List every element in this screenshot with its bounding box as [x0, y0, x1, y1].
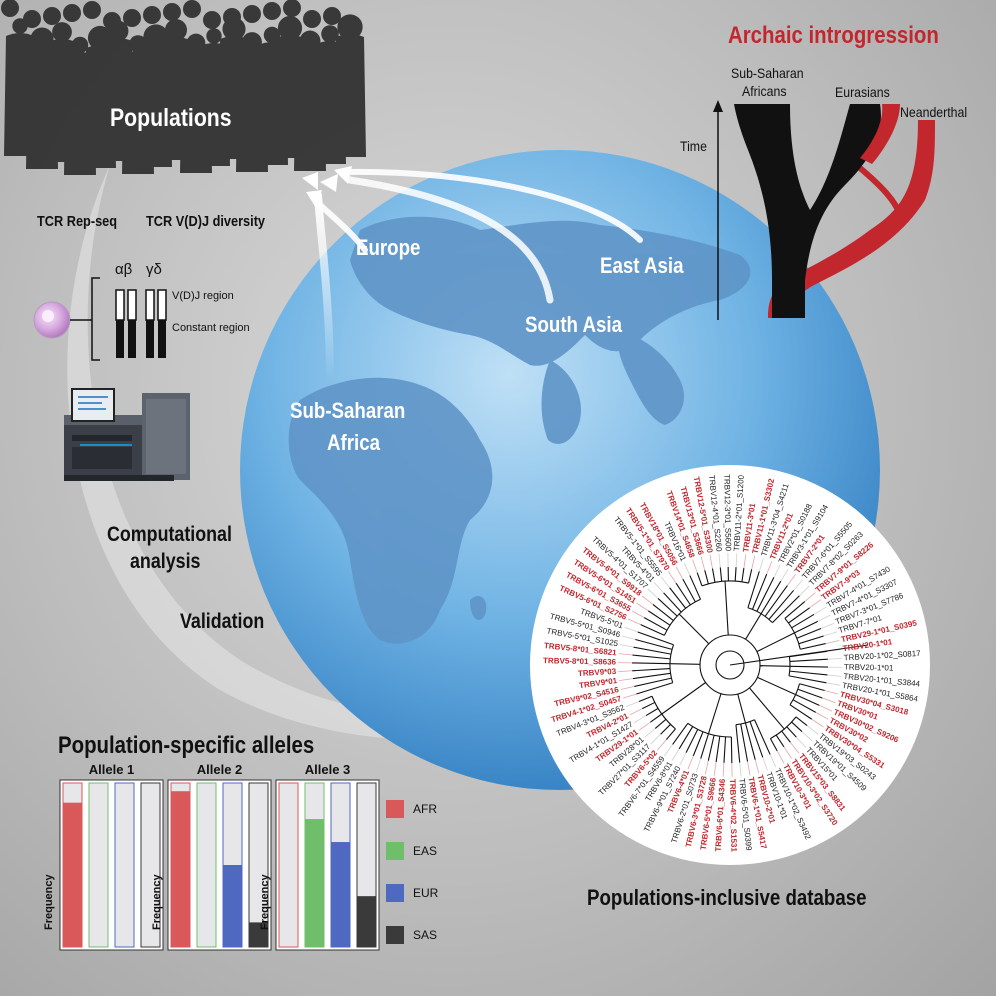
tcr-receptor-diagram	[33, 277, 167, 361]
population-silhouettes	[1, 0, 366, 175]
allele-bar-background	[278, 782, 299, 948]
legend-label: EUR	[413, 886, 439, 900]
alleles-title: Population-specific alleles	[58, 732, 315, 759]
computational-label: Computational	[107, 523, 232, 546]
legend-swatch	[386, 842, 404, 860]
allele-panel-title: Allele 3	[305, 762, 351, 777]
alpha-beta-label: αβ	[115, 261, 133, 278]
sequencer-icon	[64, 388, 190, 481]
allele-bar	[63, 802, 82, 947]
allele-ylabel: Frequency	[43, 873, 55, 930]
allele-bar	[331, 842, 350, 947]
time-label: Time	[680, 138, 707, 154]
tcr-repseq-label: TCR Rep-seq	[37, 213, 118, 230]
constant-region-label: Constant region	[172, 322, 250, 334]
populations-title: Populations	[110, 104, 232, 132]
allele-bar-background	[114, 782, 135, 948]
allele-bar	[305, 819, 324, 947]
neanderthal-label: Neanderthal	[900, 104, 968, 120]
introgression-title: Archaic introgression	[728, 22, 939, 49]
ssa-line2: Africans	[742, 83, 787, 99]
allele-bar	[223, 865, 242, 947]
allele-panel-title: Allele 1	[89, 762, 135, 777]
region-sub-saharan-line2: Africa	[327, 430, 381, 455]
database-title: Populations-inclusive database	[587, 885, 867, 910]
gamma-delta-label: γδ	[146, 261, 162, 278]
region-south-asia: South Asia	[525, 312, 622, 337]
vdj-region-label: V(D)J region	[172, 290, 234, 302]
analysis-label: analysis	[130, 550, 201, 573]
ssa-line1: Sub-Saharan	[731, 65, 804, 81]
alleles-chart: Allele 1 Frequency Allele 2 Frequency Allele…	[43, 762, 439, 951]
region-east-asia: East Asia	[600, 253, 684, 278]
legend-swatch	[386, 884, 404, 902]
legend-label: AFR	[413, 802, 437, 816]
allele-bar-background	[196, 782, 217, 948]
allele-panel-title: Allele 2	[197, 762, 243, 777]
region-europe: Europe	[356, 235, 421, 260]
tcr-vdj-label: TCR V(D)J diversity	[146, 213, 266, 230]
allele-bar	[249, 922, 268, 947]
migration-arrows	[312, 168, 643, 384]
legend-label: SAS	[413, 928, 437, 942]
legend-label: EAS	[413, 844, 437, 858]
arrow-heads	[302, 166, 352, 208]
allele-ylabel: Frequency	[259, 873, 271, 930]
allele-bar	[171, 791, 190, 947]
legend-swatch	[386, 926, 404, 944]
allele-bar	[357, 896, 376, 947]
eurasians-label: Eurasians	[835, 84, 890, 100]
allele-bar-background	[88, 782, 109, 948]
region-sub-saharan-line1: Sub-Saharan	[290, 398, 406, 423]
validation-label: Validation	[180, 610, 265, 633]
legend-swatch	[386, 800, 404, 818]
allele-bar-background	[140, 782, 161, 948]
allele-ylabel: Frequency	[151, 873, 163, 930]
